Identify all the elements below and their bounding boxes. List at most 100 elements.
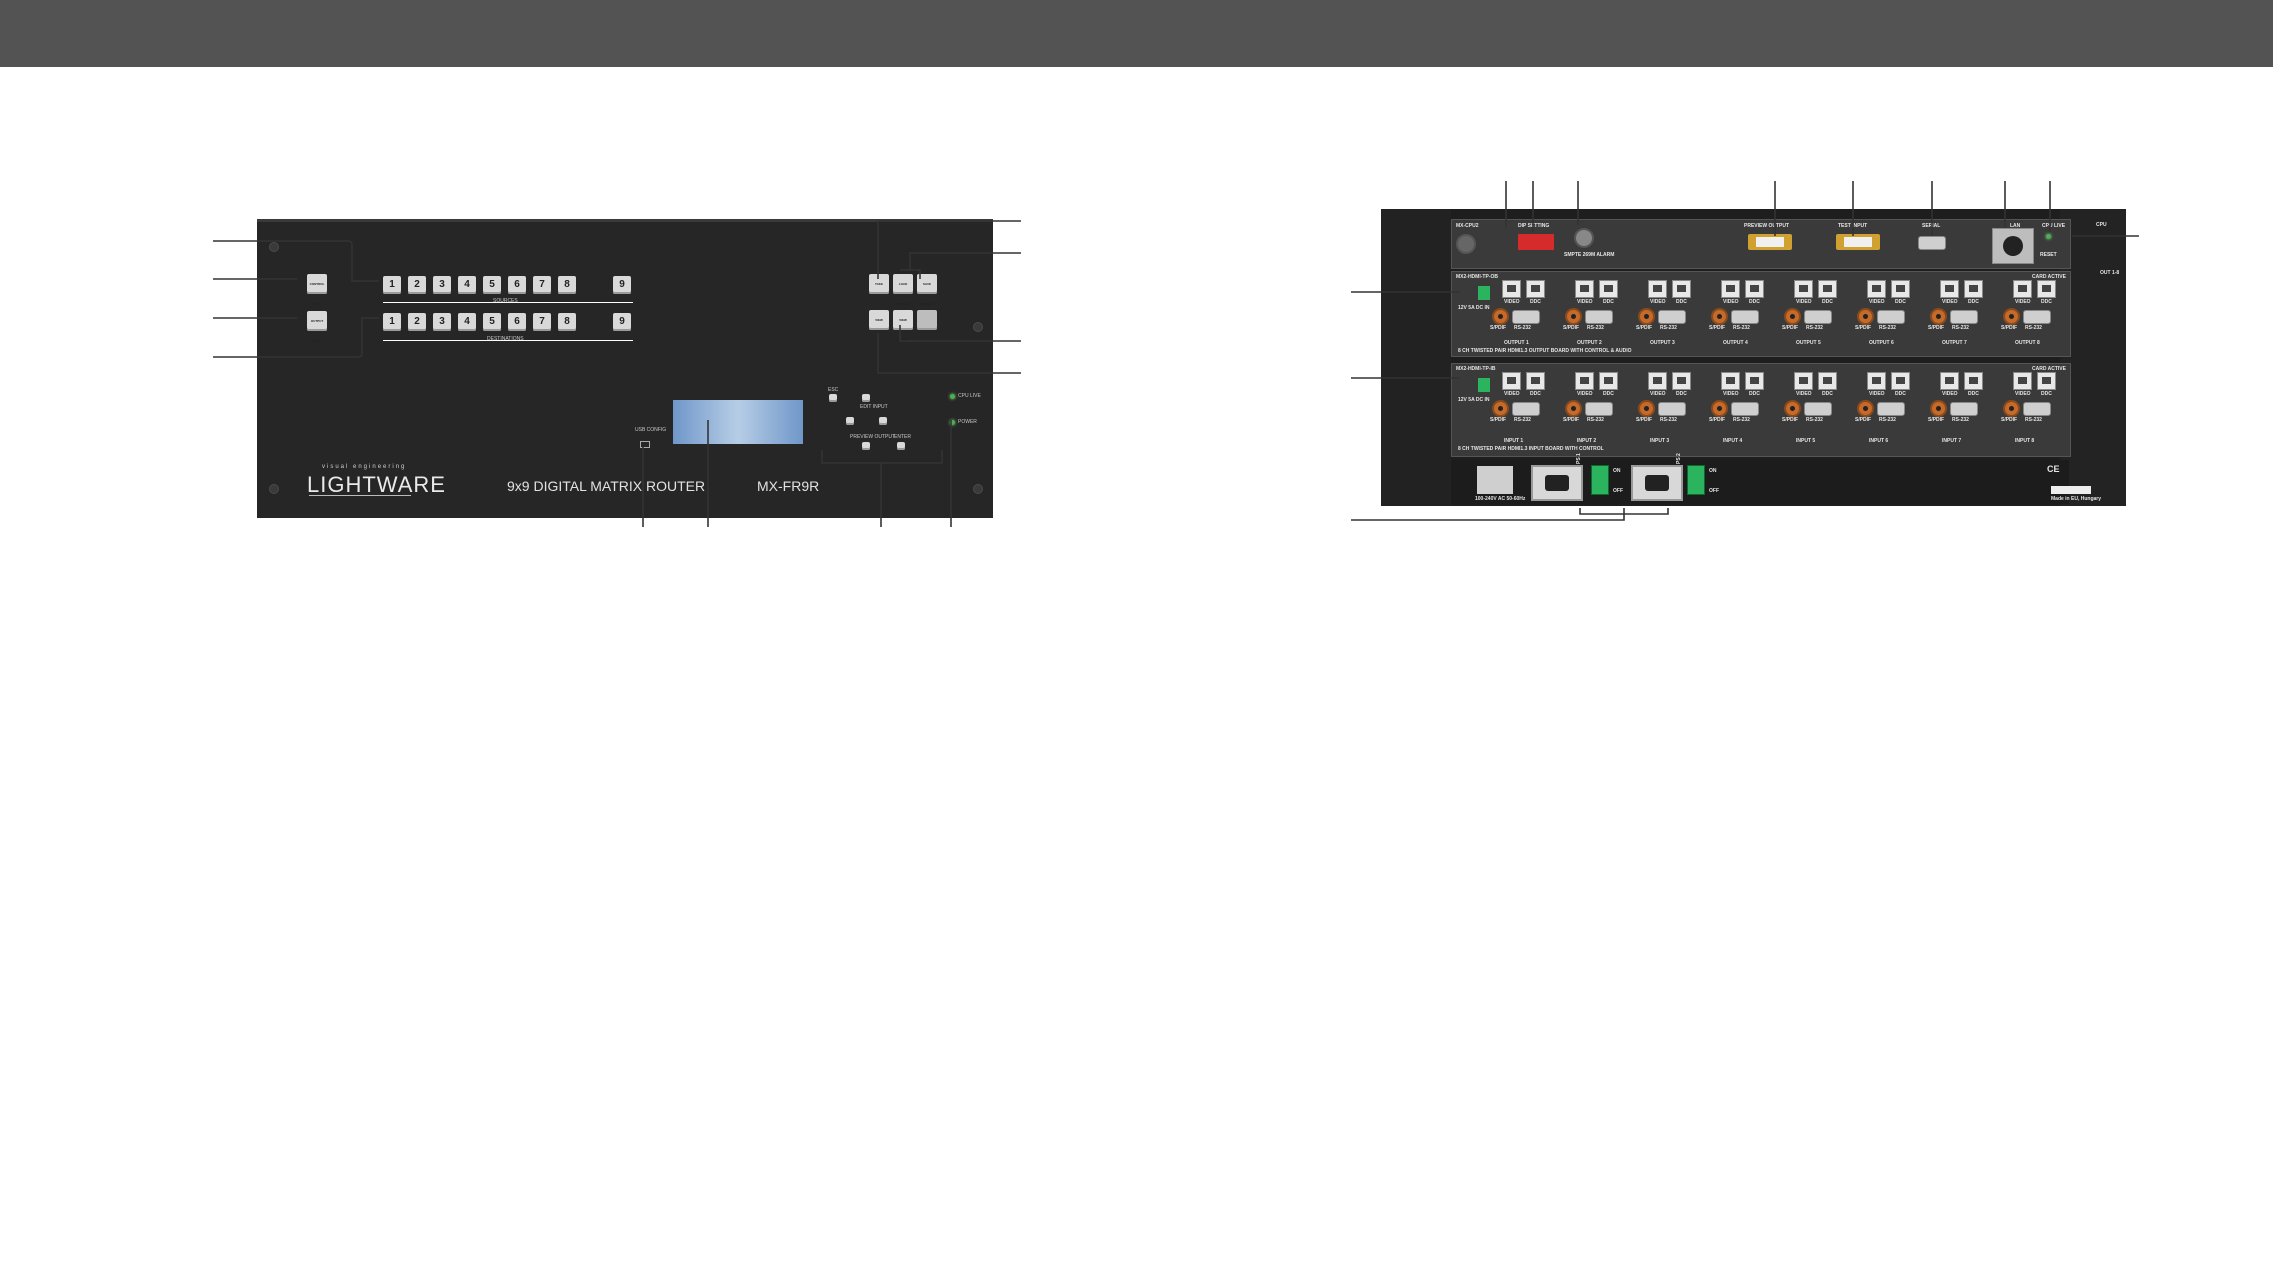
- ddc-rj45-port[interactable]: [1599, 372, 1618, 390]
- spdif-rca-port[interactable]: [2003, 400, 2020, 417]
- ddc-rj45-port[interactable]: [1818, 280, 1837, 298]
- dip-switch[interactable]: [1518, 234, 1554, 250]
- spdif-rca-port[interactable]: [1857, 400, 1874, 417]
- spdif-rca-port[interactable]: [2003, 308, 2020, 325]
- spdif-rca-port[interactable]: [1784, 308, 1801, 325]
- ddc-rj45-port[interactable]: [1964, 280, 1983, 298]
- video-rj45-port[interactable]: [1575, 372, 1594, 390]
- spdif-rca-port[interactable]: [1930, 400, 1947, 417]
- video-rj45-port[interactable]: [1794, 372, 1813, 390]
- spdif-rca-port[interactable]: [1930, 308, 1947, 325]
- ddc-rj45-port[interactable]: [1745, 372, 1764, 390]
- take-button[interactable]: TAKE: [869, 274, 889, 294]
- video-rj45-port[interactable]: [2013, 280, 2032, 298]
- spdif-rca-port[interactable]: [1565, 308, 1582, 325]
- rs232-port[interactable]: [1731, 310, 1759, 324]
- source-button-4[interactable]: 4: [458, 276, 476, 294]
- ddc-rj45-port[interactable]: [2037, 372, 2056, 390]
- rs232-port[interactable]: [2023, 402, 2051, 416]
- rs232-port[interactable]: [1512, 402, 1540, 416]
- serial-connector[interactable]: [1918, 236, 1946, 250]
- lan-connector[interactable]: [1992, 228, 2034, 264]
- destination-button-3[interactable]: 3: [433, 313, 451, 331]
- spdif-rca-port[interactable]: [1638, 308, 1655, 325]
- video-rj45-port[interactable]: [2013, 372, 2032, 390]
- ddc-rj45-port[interactable]: [1526, 372, 1545, 390]
- view-button[interactable]: VIEW: [869, 310, 889, 330]
- dc-in-connector[interactable]: [1478, 378, 1490, 392]
- rs232-port[interactable]: [1804, 310, 1832, 324]
- power-inlet-2[interactable]: [1631, 465, 1683, 501]
- dc-in-connector[interactable]: [1478, 286, 1490, 300]
- video-rj45-port[interactable]: [1721, 280, 1740, 298]
- save-preset-button[interactable]: SAVE PRESET: [917, 274, 937, 306]
- ddc-rj45-port[interactable]: [1891, 280, 1910, 298]
- right-arrow-button[interactable]: [879, 417, 887, 425]
- source-button-8[interactable]: 8: [558, 276, 576, 294]
- power-switch-1[interactable]: [1591, 465, 1609, 495]
- load-preset-button[interactable]: LOAD PRESET: [893, 274, 913, 306]
- ddc-rj45-port[interactable]: [1891, 372, 1910, 390]
- esc-button[interactable]: [829, 394, 837, 402]
- video-rj45-port[interactable]: [1721, 372, 1740, 390]
- destination-button-5[interactable]: 5: [483, 313, 501, 331]
- rs232-port[interactable]: [1658, 310, 1686, 324]
- left-arrow-button[interactable]: [846, 417, 854, 425]
- rs232-port[interactable]: [1877, 310, 1905, 324]
- source-button-9[interactable]: 9: [613, 276, 631, 294]
- up-arrow-button[interactable]: [862, 394, 870, 402]
- ddc-rj45-port[interactable]: [1964, 372, 1983, 390]
- rs232-port[interactable]: [1585, 402, 1613, 416]
- view-preset-button[interactable]: VIEW PRESET: [893, 310, 913, 342]
- source-button-1[interactable]: 1: [383, 276, 401, 294]
- ddc-rj45-port[interactable]: [1818, 372, 1837, 390]
- usb-port[interactable]: [640, 441, 650, 448]
- test-input-connector[interactable]: [1836, 234, 1880, 250]
- ddc-rj45-port[interactable]: [1672, 372, 1691, 390]
- spdif-rca-port[interactable]: [1711, 308, 1728, 325]
- ddc-rj45-port[interactable]: [1745, 280, 1764, 298]
- output-lock-button[interactable]: OUTPUT LOCK: [307, 311, 327, 343]
- video-rj45-port[interactable]: [1648, 372, 1667, 390]
- video-rj45-port[interactable]: [1648, 280, 1667, 298]
- destination-button-6[interactable]: 6: [508, 313, 526, 331]
- ddc-rj45-port[interactable]: [1672, 280, 1691, 298]
- spdif-rca-port[interactable]: [1638, 400, 1655, 417]
- destination-button-9[interactable]: 9: [613, 313, 631, 331]
- rs232-port[interactable]: [1950, 310, 1978, 324]
- spdif-rca-port[interactable]: [1784, 400, 1801, 417]
- destination-button-7[interactable]: 7: [533, 313, 551, 331]
- control-lock-button[interactable]: CONTROL LOCK: [307, 274, 327, 306]
- rs232-port[interactable]: [2023, 310, 2051, 324]
- preview-output-connector[interactable]: [1748, 234, 1792, 250]
- power-switch-2[interactable]: [1687, 465, 1705, 495]
- destination-button-4[interactable]: 4: [458, 313, 476, 331]
- video-rj45-port[interactable]: [1502, 280, 1521, 298]
- source-button-7[interactable]: 7: [533, 276, 551, 294]
- rs232-port[interactable]: [1585, 310, 1613, 324]
- power-inlet-1[interactable]: [1531, 465, 1583, 501]
- rs232-port[interactable]: [1950, 402, 1978, 416]
- source-button-6[interactable]: 6: [508, 276, 526, 294]
- ddc-rj45-port[interactable]: [1526, 280, 1545, 298]
- alarm-connector[interactable]: [1574, 228, 1594, 248]
- rs232-port[interactable]: [1512, 310, 1540, 324]
- spdif-rca-port[interactable]: [1492, 308, 1509, 325]
- spdif-rca-port[interactable]: [1492, 400, 1509, 417]
- destination-button-8[interactable]: 8: [558, 313, 576, 331]
- rs232-port[interactable]: [1804, 402, 1832, 416]
- video-rj45-port[interactable]: [1502, 372, 1521, 390]
- source-button-5[interactable]: 5: [483, 276, 501, 294]
- source-button-3[interactable]: 3: [433, 276, 451, 294]
- video-rj45-port[interactable]: [1867, 280, 1886, 298]
- rs232-port[interactable]: [1658, 402, 1686, 416]
- destination-button-2[interactable]: 2: [408, 313, 426, 331]
- spdif-rca-port[interactable]: [1711, 400, 1728, 417]
- source-button-2[interactable]: 2: [408, 276, 426, 294]
- rs232-port[interactable]: [1731, 402, 1759, 416]
- destination-button-1[interactable]: 1: [383, 313, 401, 331]
- video-rj45-port[interactable]: [1867, 372, 1886, 390]
- video-rj45-port[interactable]: [1940, 280, 1959, 298]
- rs232-port[interactable]: [1877, 402, 1905, 416]
- spdif-rca-port[interactable]: [1565, 400, 1582, 417]
